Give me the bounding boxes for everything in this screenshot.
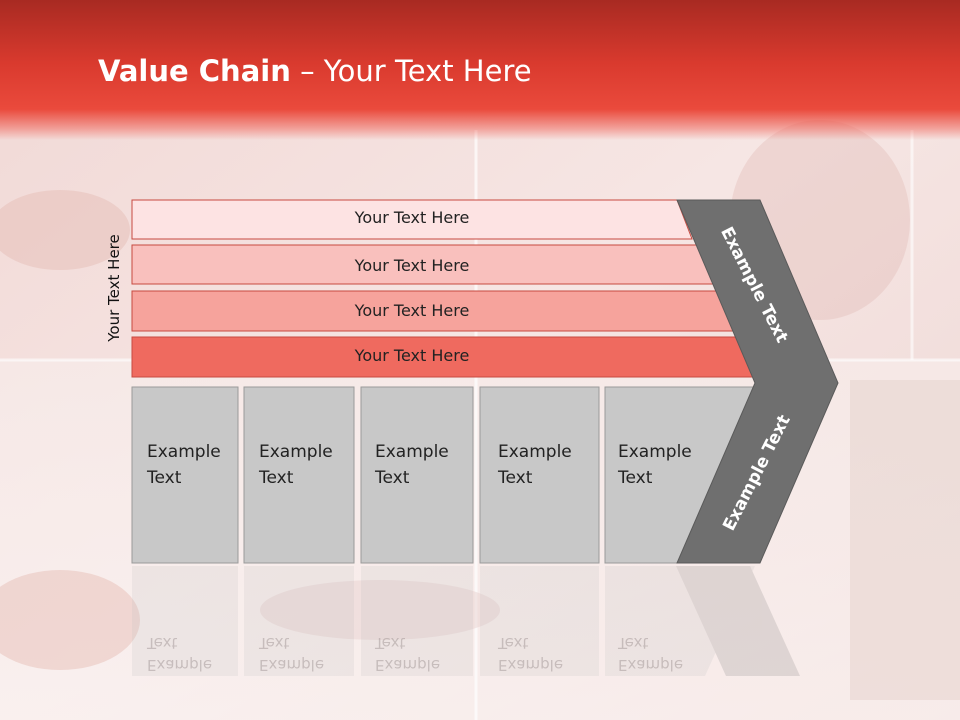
activity-box [243,386,355,564]
row-label: Your Text Here [354,208,470,227]
activity-box [360,386,474,564]
row-label: Your Text Here [354,301,470,320]
activity-box [131,386,239,564]
page-title: Value Chain – Your Text Here [98,54,532,88]
row-label: Your Text Here [354,346,470,365]
header-band [0,0,960,140]
row-bar [131,199,693,240]
activity-box [479,386,600,564]
chevron-arrow [676,199,839,564]
row-label: Your Text Here [354,256,470,275]
